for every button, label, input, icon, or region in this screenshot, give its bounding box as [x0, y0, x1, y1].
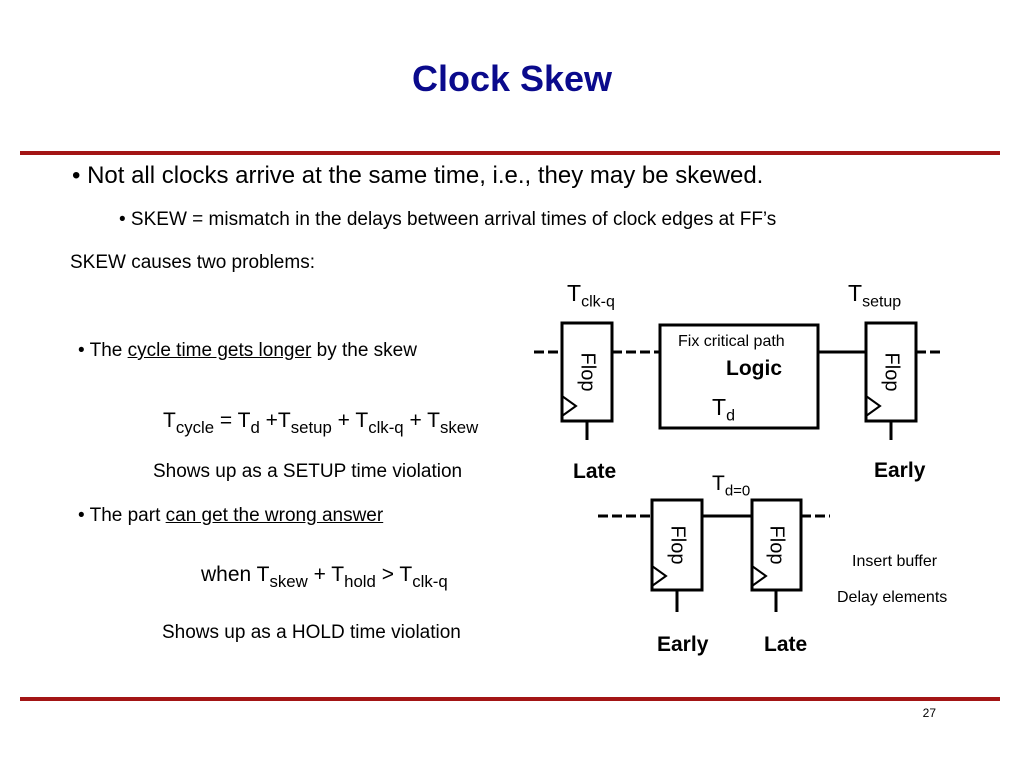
problem1-prefix: • The	[78, 340, 128, 361]
tclkq-label: Tclk-q	[567, 280, 615, 312]
flop-label-top-left: Flop	[576, 352, 599, 392]
clock-triangle-icon	[561, 395, 578, 417]
td0-label: Td=0	[712, 472, 750, 499]
clock-triangle-icon	[865, 395, 882, 417]
problem2-underlined: can get the wrong answer	[165, 505, 384, 526]
slide-title: Clock Skew	[411, 58, 613, 99]
problem2-prefix: • The part	[78, 505, 166, 526]
bullet-not-all-clocks: • Not all clocks arrive at the same time…	[72, 162, 764, 189]
formula-plus3: + T	[403, 409, 441, 432]
formula2-when: when T	[201, 563, 270, 586]
tclkq-sub: clk-q	[581, 293, 615, 311]
problem-wrong-answer: • The part can get the wrong answer	[78, 505, 383, 527]
formula-plus2: + T	[331, 409, 369, 432]
top-divider	[20, 151, 1000, 155]
page-number: 27	[922, 706, 936, 720]
flop-label-top-right: Flop	[880, 352, 903, 392]
problem1-suffix: by the skew	[311, 340, 417, 361]
tsetup-label: Tsetup	[848, 280, 901, 312]
formula-sub-d: d	[250, 417, 260, 437]
tsetup-t: T	[848, 280, 863, 306]
hold-formula: when Tskew + Thold > Tclk-q	[201, 563, 448, 592]
formula-sub-setup: setup	[290, 417, 332, 437]
clock-triangle-icon	[751, 565, 768, 587]
formula2-sub-hold: hold	[344, 571, 376, 591]
hold-violation-note: Shows up as a HOLD time violation	[162, 622, 461, 643]
td-label: Td	[712, 394, 735, 426]
bullet-skew-definition: • SKEW = mismatch in the delays between …	[119, 209, 777, 230]
td-sub: d	[726, 407, 735, 425]
early-label-bottom: Early	[657, 633, 709, 656]
flop-label-bottom-left: Flop	[666, 525, 689, 565]
cycle-time-formula: Tcycle = Td +Tsetup + Tclk-q + Tskew	[163, 409, 478, 438]
early-label-top: Early	[874, 459, 926, 482]
formula-sub-clkq: clk-q	[368, 417, 404, 437]
problem-cycle-time: • The cycle time gets longer by the skew	[78, 340, 417, 362]
formula-plus1: +T	[259, 409, 291, 432]
clock-triangle-icon	[651, 565, 668, 587]
td-t: T	[712, 394, 727, 420]
formula-sub-skew: skew	[440, 417, 479, 437]
formula2-sub-skew: skew	[269, 571, 308, 591]
formula-sub-cycle: cycle	[175, 417, 215, 437]
flop-label-bottom-right: Flop	[765, 525, 788, 565]
logic-block	[658, 323, 820, 430]
formula-eq: = T	[214, 409, 251, 432]
td0-sub: d=0	[724, 482, 751, 500]
td0-t: T	[712, 472, 725, 495]
tsetup-sub: setup	[862, 293, 902, 311]
skew-problems-heading: SKEW causes two problems:	[70, 252, 315, 273]
bottom-divider	[20, 697, 1000, 701]
logic-label: Logic	[726, 357, 782, 380]
formula2-sub-clkq: clk-q	[412, 571, 448, 591]
tclkq-t: T	[567, 280, 582, 306]
formula2-gt: > T	[375, 563, 413, 586]
formula-t: T	[163, 409, 176, 432]
insert-buffer-note: Insert buffer	[852, 553, 938, 570]
delay-elements-note: Delay elements	[837, 589, 948, 606]
logic-caption: Fix critical path	[678, 333, 785, 350]
formula2-plus: + T	[307, 563, 345, 586]
problem1-underlined: cycle time gets longer	[127, 340, 312, 361]
setup-violation-note: Shows up as a SETUP time violation	[153, 461, 463, 482]
late-label-top: Late	[573, 460, 617, 483]
late-label-bottom: Late	[764, 633, 808, 656]
